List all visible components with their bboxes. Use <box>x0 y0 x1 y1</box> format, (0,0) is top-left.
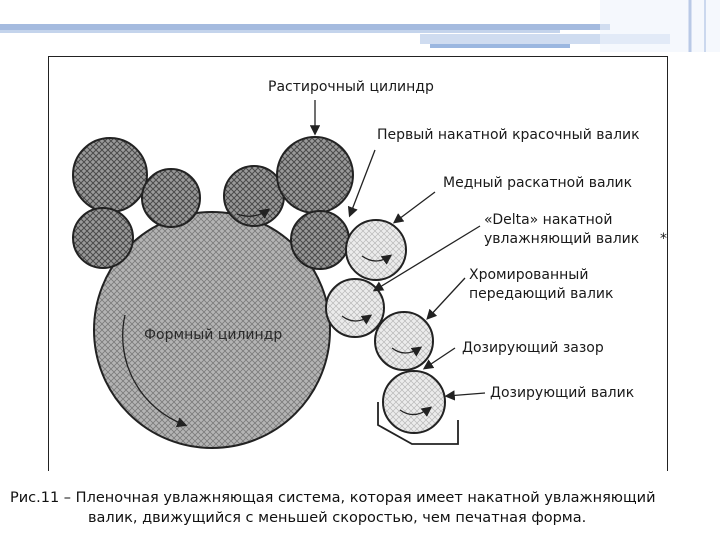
ink-roller-2 <box>72 207 134 269</box>
label-delta-line2: увлажняющий валик <box>484 231 640 247</box>
label-anilox: Растирочный цилиндр <box>268 79 434 95</box>
label-delta-line1: «Delta» накатной <box>484 212 613 228</box>
plate-rotation-arrow <box>122 314 188 428</box>
leader-delta-roller <box>372 225 481 292</box>
anilox-cylinder <box>276 136 354 214</box>
first-form-ink-roller <box>290 210 350 270</box>
leader-copper-roller <box>392 191 436 224</box>
leader-chrome-roller <box>426 277 466 320</box>
leader-metering-gap <box>422 347 456 370</box>
delta-form-dampening-roller <box>325 278 385 338</box>
ink-roller-1 <box>72 137 148 213</box>
label-chrome-line1: Хромированный <box>469 267 589 283</box>
caption-line-2: валик, движущийся с меньшей скоростью, ч… <box>88 510 587 526</box>
copper-distributor-roller <box>345 219 407 281</box>
caption-line-1: Рис.11 – Пленочная увлажняющая система, … <box>10 490 656 506</box>
plate-cylinder <box>93 211 331 449</box>
leader-first-form-roller <box>347 149 376 218</box>
leader-metering-roller <box>444 390 486 401</box>
label-metering-gap: Дозирующий зазор <box>462 340 604 356</box>
figure-frame <box>48 56 668 471</box>
label-asterisk: * <box>660 231 667 247</box>
figure-caption: Рис.11 – Пленочная увлажняющая система, … <box>10 488 710 528</box>
header-decoration <box>0 0 720 52</box>
label-chrome-line2: передающий валик <box>469 286 614 302</box>
label-copper-distributor: Медный раскатной валик <box>443 175 633 191</box>
label-first-form-roller: Первый накатной красочный валик <box>377 127 640 143</box>
chrome-transfer-roller <box>374 311 434 371</box>
metering-roller <box>382 370 446 434</box>
label-plate-cylinder: Формный цилиндр <box>144 327 283 343</box>
water-pan <box>377 402 459 445</box>
ink-roller-3 <box>141 168 201 228</box>
label-metering-roller: Дозирующий валик <box>490 385 635 401</box>
ink-roller-4 <box>223 165 285 227</box>
